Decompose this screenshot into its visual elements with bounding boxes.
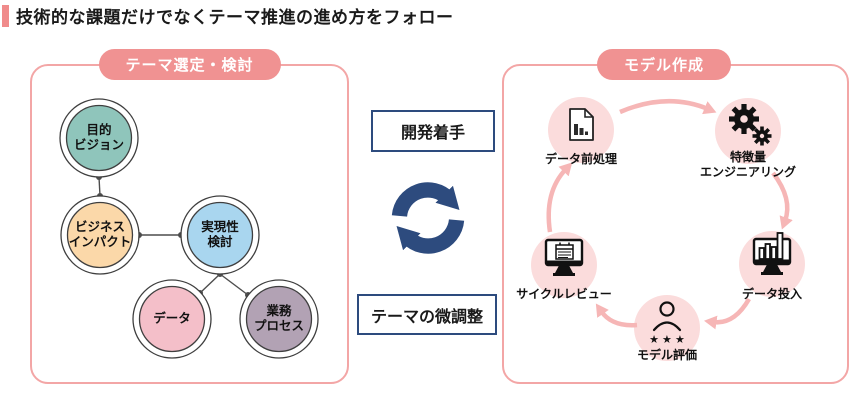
theme-selection-panel: テーマ選定・検討 [30,49,349,384]
label-feasibility-study: 実現性 検討 [201,219,239,249]
label-cycle-review: サイクルレビュー [516,287,612,301]
label-data: データ [153,311,191,326]
gears-icon [729,104,772,146]
person-stars-icon: ★ ★ ★ [649,301,685,346]
monitor-chart-icon [752,232,792,275]
rating-stars: ★ ★ ★ [649,334,685,346]
model-creation-panel: モデル作成 [502,49,849,384]
node-data [132,279,212,359]
model-creation-header: モデル作成 [596,49,732,80]
monitor-checklist-icon [544,238,584,276]
refresh-cycle-icon [391,182,465,254]
node-business-process [239,279,319,359]
cycle-arrows [546,99,793,330]
label-feature-engineering: 特徴量 エンジニアリング [699,150,797,179]
node-feasibility-study [180,195,260,275]
document-chart-icon [569,108,594,141]
title-accent-bar [2,4,9,27]
label-model-evaluation: モデル評価 [636,348,698,362]
node-business-impact [60,195,140,275]
page-title: 技術的な課題だけでなくテーマ推進の進め方をフォロー [2,3,454,28]
model-cycle-diagram: ★ ★ ★ [531,97,805,361]
label-purpose-vision: 目的 ビジョン [73,122,125,152]
label-data-preprocessing: データ前処理 [544,152,618,166]
node-purpose-vision [59,98,139,178]
label-data-input: データ投入 [741,287,803,301]
label-business-process: 業務 プロセス [253,303,305,333]
theme-adjust-box: テーマの微調整 [357,294,497,335]
page-title-text: 技術的な課題だけでなくテーマ推進の進め方をフォロー [16,8,454,27]
cycle-node-circles [531,97,805,361]
theme-selection-header: テーマ選定・検討 [98,49,281,80]
dev-start-box: 開発着手 [371,110,495,152]
theme-selection-diagram [59,98,319,359]
label-business-impact: ビジネス インパクト [68,219,132,249]
connector-lines [98,176,249,296]
